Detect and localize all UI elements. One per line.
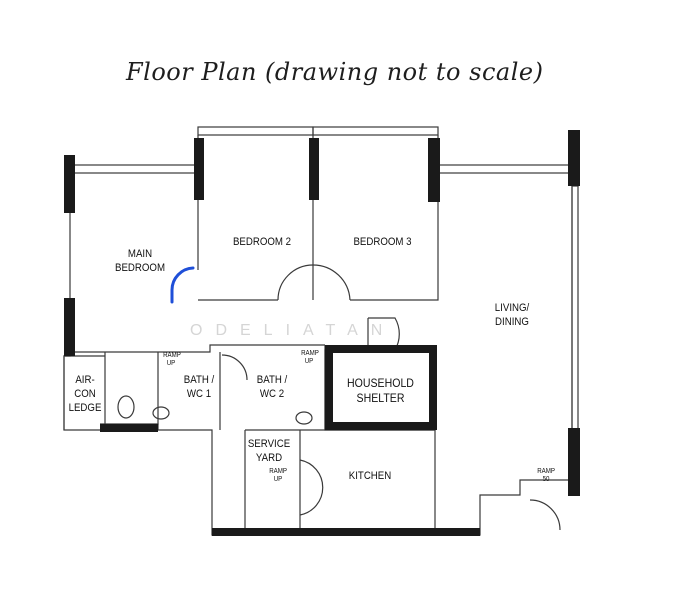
window-main-bedroom — [69, 164, 199, 174]
window-living — [437, 164, 573, 174]
sink-wc1 — [152, 406, 170, 420]
door-swing-service-yard — [299, 459, 324, 516]
label-bath-wc1: BATH /WC 1 — [183, 374, 215, 400]
wall-block-5 — [428, 138, 440, 202]
wall-block-1 — [64, 155, 75, 213]
wall-bedroom3-east — [350, 135, 439, 301]
label-bedroom-2: BEDROOM 2 — [232, 236, 292, 248]
wall-main-bedroom-south — [70, 344, 325, 353]
shelter-wall-bottom — [325, 422, 437, 430]
wall-block-6 — [568, 130, 580, 186]
wall-block-7 — [568, 428, 580, 496]
door-swing-main-entrance — [529, 499, 561, 531]
label-bedroom-3: BEDROOM 3 — [353, 236, 412, 248]
watermark-text: ODELIATAN — [190, 322, 396, 339]
shelter-wall-top — [325, 345, 437, 353]
label-living-dining: LIVING/DINING — [494, 302, 530, 328]
sink-wc2 — [295, 411, 313, 425]
page-title: Floor Plan (drawing not to scale) — [126, 58, 544, 86]
door-swing-bath2 — [221, 354, 248, 381]
window-bedroom3 — [312, 126, 439, 136]
wall-block-3 — [194, 138, 204, 200]
wall-block-8 — [100, 424, 158, 432]
label-bath-wc2: BATH /WC 2 — [256, 374, 288, 400]
wall-bath-block — [104, 345, 326, 430]
wall-block-2 — [64, 298, 75, 356]
highlight-door-arc — [170, 266, 195, 304]
shelter-wall-left — [325, 345, 333, 430]
wall-block-9 — [212, 528, 480, 536]
label-kitchen: KITCHEN — [348, 470, 392, 482]
window-bedroom2 — [197, 126, 314, 136]
shelter-wall-right — [429, 345, 437, 430]
door-swing-bedroom3 — [312, 264, 351, 301]
door-swing-bedroom2 — [277, 264, 314, 301]
toilet-wc1 — [117, 395, 135, 419]
wall-block-4 — [309, 138, 319, 200]
